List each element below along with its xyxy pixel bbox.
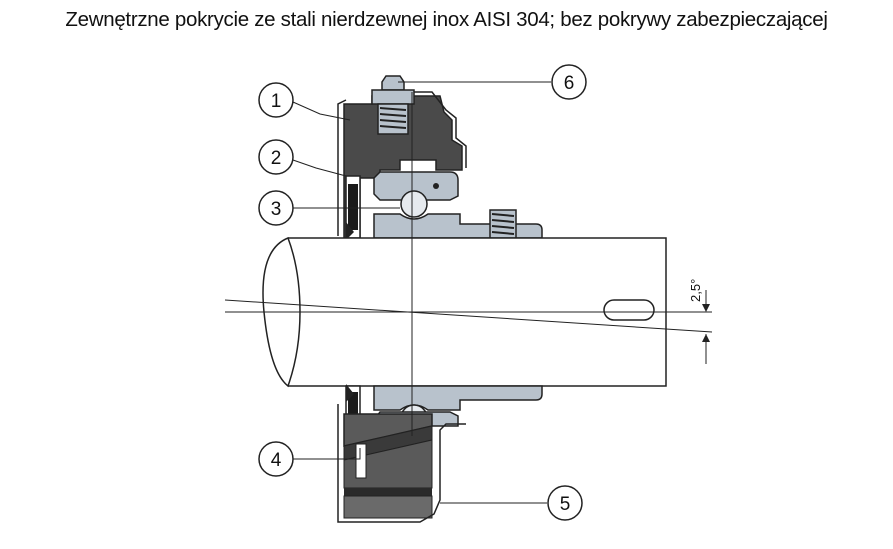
svg-text:5: 5 — [560, 494, 571, 515]
set-screw — [489, 209, 517, 239]
svg-text:4: 4 — [271, 450, 282, 471]
callout-2: 2 — [258, 139, 294, 175]
callout-6: 6 — [551, 64, 587, 100]
housing-lower — [343, 413, 433, 519]
keyway-slot — [603, 299, 655, 321]
angle-dimension — [702, 290, 710, 364]
callout-4: 4 — [258, 441, 294, 477]
tilted-axis-line — [224, 299, 713, 333]
svg-text:3: 3 — [271, 199, 282, 220]
grease-nipple — [371, 75, 415, 135]
bearing-inner-ring-upper — [373, 213, 543, 239]
svg-text:1: 1 — [271, 91, 282, 112]
seal-lower — [345, 384, 361, 417]
stainless-cover-upper — [337, 91, 467, 236]
callout-3: 3 — [258, 190, 294, 226]
bearing-ball-upper — [400, 190, 428, 218]
seal-upper — [345, 175, 361, 240]
svg-text:6: 6 — [564, 73, 575, 94]
callout-leaders — [292, 81, 551, 504]
stainless-cover-lower — [337, 404, 466, 523]
angle-label: 2,5° — [688, 279, 703, 302]
callout-5: 5 — [547, 485, 583, 521]
callout-1: 1 — [258, 82, 294, 118]
svg-text:2: 2 — [271, 148, 282, 169]
bearing-inner-ring-lower — [373, 385, 543, 411]
page-title: Zewnętrzne pokrycie ze stali nierdzewnej… — [65, 8, 828, 31]
bearing-outer-ring-upper — [373, 171, 459, 201]
